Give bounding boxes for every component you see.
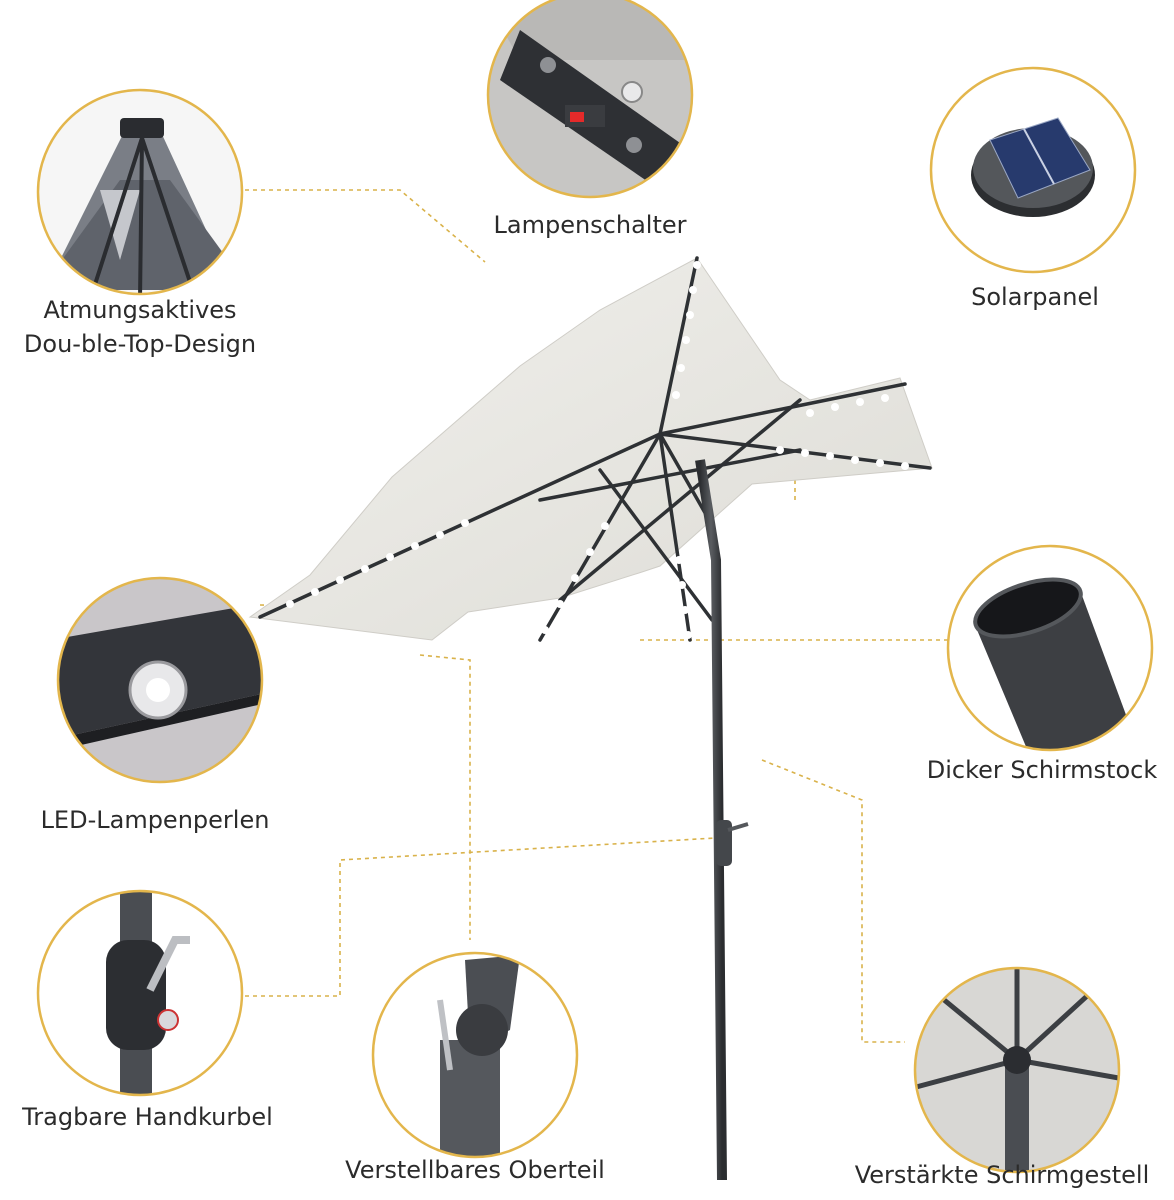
- lamp-switch-detail-circle: [486, 0, 694, 199]
- umbrella-canopy: [248, 256, 933, 1181]
- adjustable-top-detail-circle: [371, 951, 579, 1159]
- label-verstellbares-oberteil: Verstellbares Oberteil: [345, 1156, 605, 1184]
- solar-panel-detail-circle: [929, 66, 1137, 274]
- led-bead-detail-circle: [56, 576, 264, 784]
- label-dicker-schirmstock: Dicker Schirmstock: [926, 756, 1158, 784]
- reinforced-frame-detail-circle: [913, 966, 1121, 1174]
- label-solarpanel: Solarpanel: [971, 283, 1099, 311]
- led-lights: [286, 261, 909, 639]
- label-tragbare-handkurbel: Tragbare Handkurbel: [22, 1103, 273, 1131]
- double-top-detail-circle: [36, 88, 244, 296]
- label-verstaerkte-schirmgestell: Verstärkte Schirmgestell: [854, 1161, 1150, 1189]
- hand-crank-detail-circle: [36, 889, 244, 1097]
- label-led-lampenperlen: LED-Lampenperlen: [40, 806, 270, 834]
- thick-pole-detail-circle: [946, 544, 1154, 752]
- label-atmungsaktives-line1: Atmungsaktives: [43, 296, 237, 324]
- label-atmungsaktives-line2: Dou-ble-Top-Design: [23, 330, 257, 358]
- label-lampenschalter: Lampenschalter: [493, 211, 687, 239]
